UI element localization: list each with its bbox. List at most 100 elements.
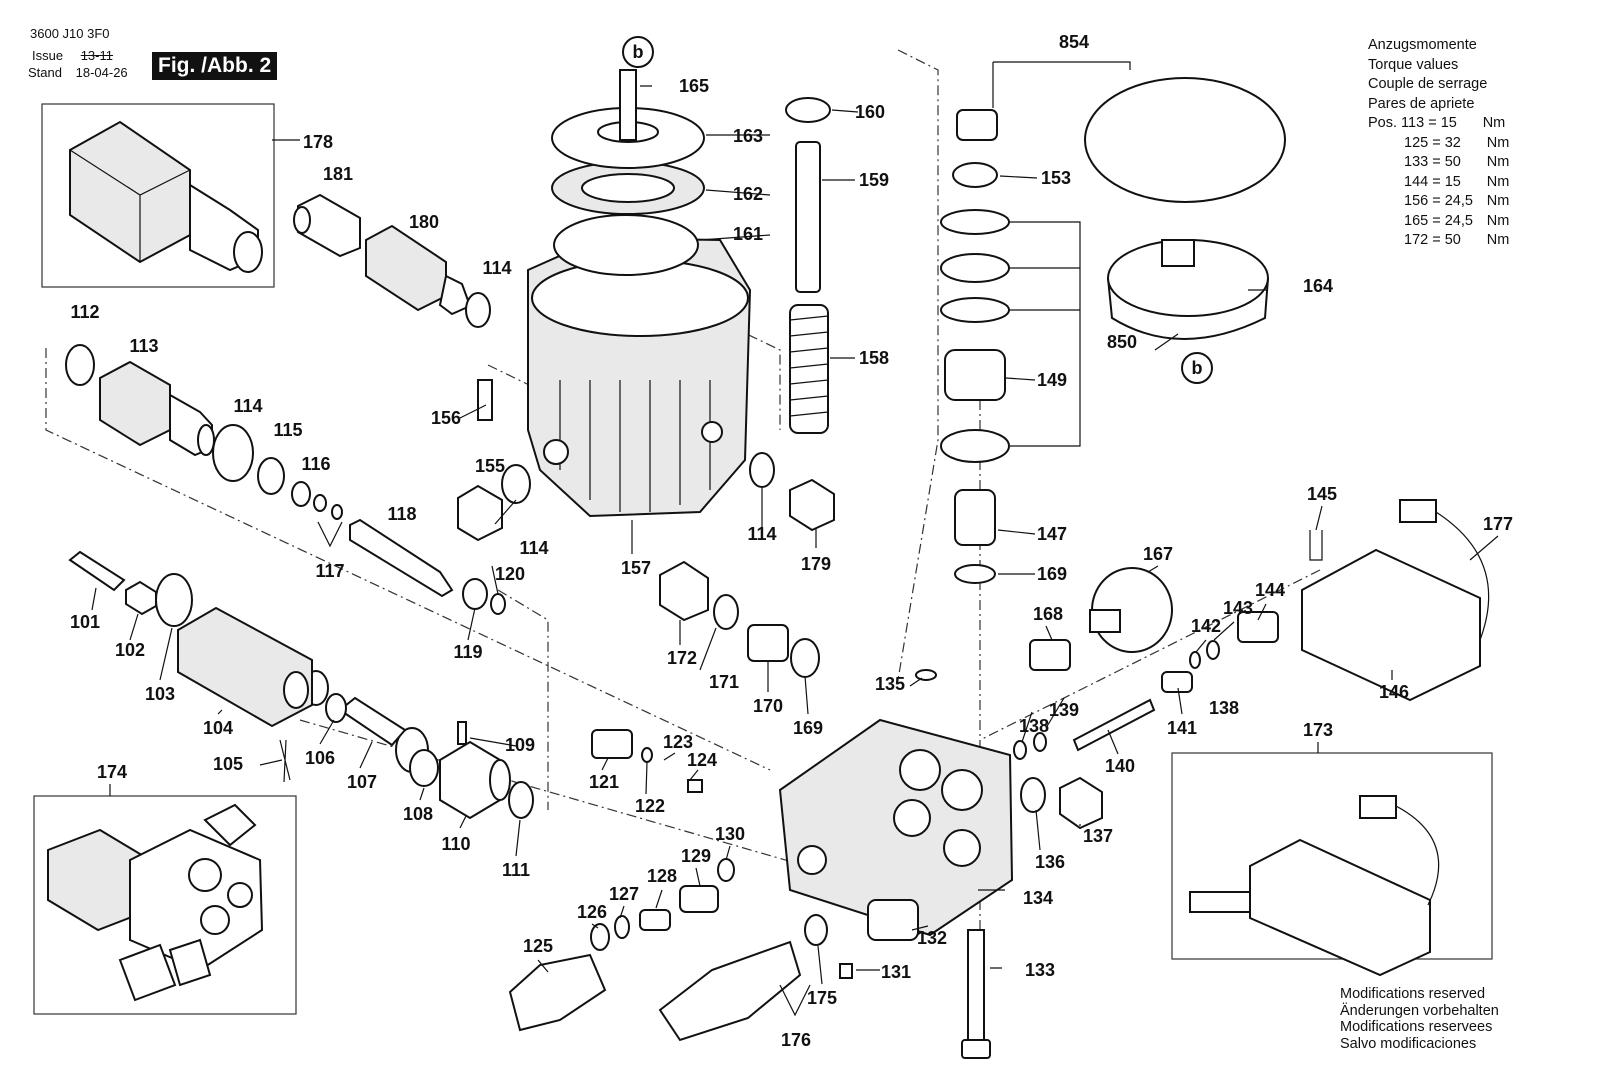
label-177: 177: [1483, 514, 1513, 534]
torque-prefix: Pos.: [1368, 115, 1398, 131]
label-140: 140: [1105, 756, 1135, 776]
part-164-cam: [1107, 239, 1269, 340]
torque-value: 15: [1440, 115, 1457, 131]
torque-equals: =: [1428, 193, 1445, 209]
part-144-fitting: [1237, 611, 1279, 643]
part-106-washer: [325, 693, 347, 723]
label-145: 145: [1307, 484, 1337, 504]
part-129-valve: [679, 885, 719, 913]
torque-equals: =: [1428, 154, 1445, 170]
label-157: 157: [621, 558, 651, 578]
torque-equals: =: [1428, 212, 1445, 229]
issue-value: 13-11: [80, 48, 113, 63]
label-160: 160: [855, 102, 885, 122]
label-121: 121: [589, 772, 619, 792]
label-124: 124: [687, 750, 717, 770]
part-179-plug: [789, 478, 835, 532]
svg-text:b: b: [633, 42, 644, 62]
label-169b: 169: [793, 718, 823, 738]
part-176-outlet: [658, 940, 802, 1042]
label-111: 111: [502, 860, 530, 880]
label-107: 107: [347, 772, 377, 792]
part-133-bolt: [961, 929, 991, 1059]
part-162-bearing: [551, 161, 705, 215]
torque-pos: 165: [1404, 212, 1429, 229]
label-159: 159: [859, 170, 889, 190]
part-168-fitting: [1029, 639, 1071, 671]
part-155-plug: [457, 484, 503, 542]
part-158-spring: [789, 304, 829, 434]
callout-b-right: b: [1181, 352, 1213, 384]
label-173: 173: [1303, 720, 1333, 740]
stand-line: Stand 18-04-26: [28, 65, 128, 81]
label-161: 161: [733, 224, 763, 244]
label-176: 176: [781, 1030, 811, 1050]
torque-equals: =: [1428, 173, 1445, 190]
torque-title-en: Torque values: [1368, 56, 1459, 73]
torque-equals: =: [1428, 134, 1445, 151]
label-180: 180: [409, 212, 439, 232]
label-142: 142: [1191, 616, 1221, 636]
assembly-line-center: [897, 49, 939, 681]
label-132: 132: [917, 928, 947, 948]
label-162: 162: [733, 184, 763, 204]
torque-title-es: Pares de apriete: [1368, 95, 1475, 112]
part-157-pump-head: [527, 236, 752, 518]
part-102-nut: [125, 580, 157, 616]
svg-text:b: b: [1192, 358, 1203, 378]
torque-pos: 172: [1404, 232, 1429, 248]
modifications-note: Modifications reserved Änderungen vorbeh…: [1340, 986, 1499, 1052]
label-138a: 138: [1019, 716, 1049, 736]
part-121-fitting: [591, 729, 633, 759]
part-137-plug: [1059, 776, 1103, 830]
part-110-piston: [439, 721, 511, 820]
part-161-washer: [553, 214, 699, 276]
issue-line: Issue 13-11: [32, 48, 113, 64]
torque-value: 50: [1444, 154, 1461, 170]
torque-unit: Nm: [1486, 212, 1510, 229]
label-119: 119: [453, 642, 482, 662]
label-103: 103: [145, 684, 175, 704]
torque-equals: =: [1428, 232, 1445, 248]
label-147: 147: [1037, 524, 1067, 544]
part-181-adapter: [293, 193, 361, 258]
label-165: 165: [679, 76, 709, 96]
label-850: 850: [1107, 332, 1137, 352]
part-107-spring: [338, 696, 407, 747]
label-108: 108: [403, 804, 433, 824]
bracket-850: [1010, 221, 1081, 447]
part-125-connector: [508, 953, 607, 1032]
label-141: 141: [1167, 718, 1197, 738]
torque-value: 32: [1444, 134, 1461, 151]
label-175: 175: [807, 988, 837, 1008]
torque-value: 24,5: [1444, 212, 1473, 229]
part-140-piston: [1072, 698, 1156, 752]
callout-b-top: b: [622, 36, 654, 68]
part-174-pump-assembly: [47, 803, 264, 1002]
label-127: 127: [609, 884, 639, 904]
part-124-screw: [687, 779, 703, 793]
label-120: 120: [495, 564, 525, 584]
label-172: 172: [667, 648, 697, 668]
label-113: 113: [129, 336, 158, 356]
assembly-line-plunger: [675, 299, 781, 430]
part-101-spring: [68, 550, 126, 592]
label-116: 116: [301, 454, 330, 474]
bracket-117: [317, 521, 343, 548]
model-number: 3600 J10 3F0: [30, 26, 110, 41]
part-160-retainer: [785, 97, 831, 123]
part-850-seal-kit: [940, 209, 1010, 463]
label-114c: 114: [519, 538, 548, 558]
label-178: 178: [303, 132, 333, 152]
label-136: 136: [1035, 852, 1065, 872]
label-106: 106: [305, 748, 335, 768]
part-141-spring: [1161, 671, 1193, 693]
label-135: 135: [875, 674, 905, 694]
part-119-sleeve: [462, 578, 488, 610]
torque-row: 165 = 24,5 Nm: [1368, 212, 1509, 232]
label-137: 137: [1083, 826, 1113, 846]
torque-value: 24,5: [1444, 193, 1473, 209]
